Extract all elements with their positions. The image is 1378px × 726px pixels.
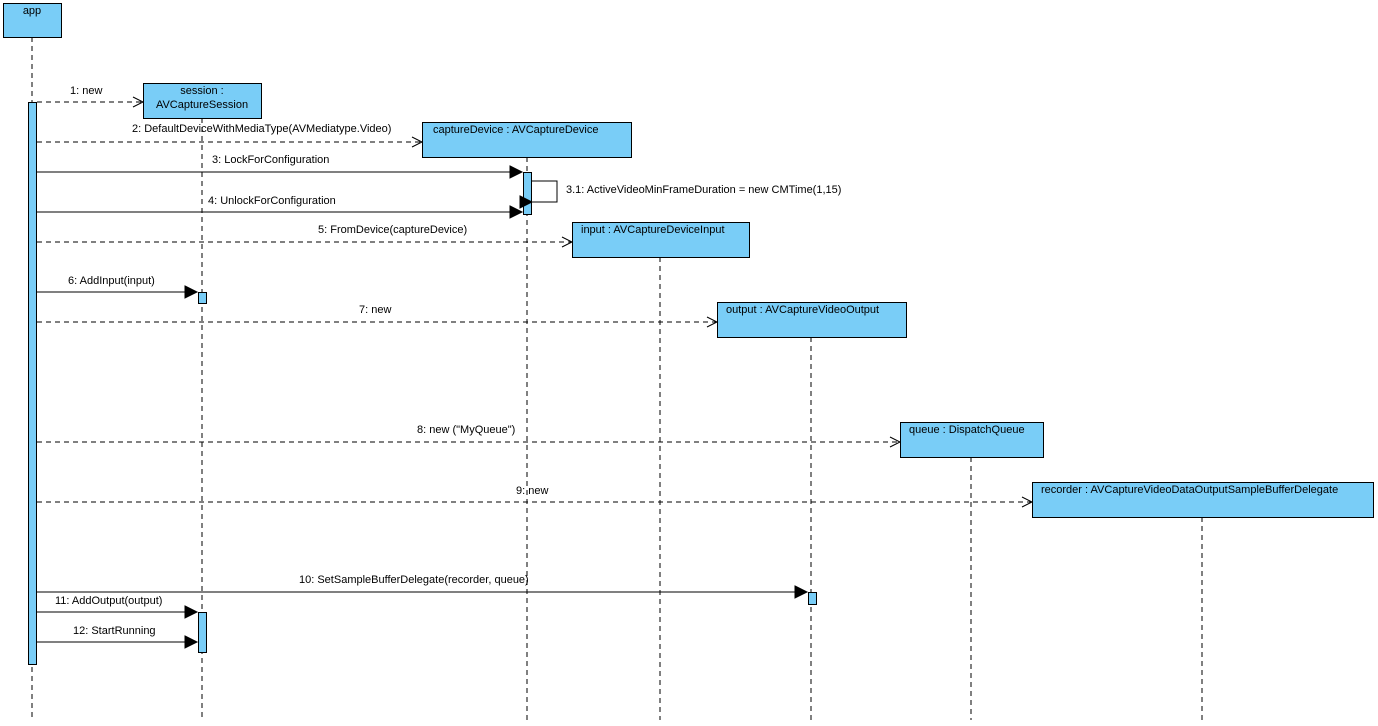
message-m12[interactable]: 12: StartRunning [37, 625, 199, 649]
message-label: 10: SetSampleBufferDelegate(recorder, qu… [299, 574, 529, 586]
participant-output[interactable]: output : AVCaptureVideoOutput [717, 302, 907, 338]
participant-label-session: AVCaptureSession [156, 99, 248, 111]
filled-arrowhead [184, 285, 199, 299]
message-m3_1[interactable]: 3.1: ActiveVideoMinFrameDuration = new C… [519, 180, 841, 209]
message-m9[interactable]: 9: new [37, 485, 1034, 508]
open-arrowhead [706, 316, 719, 328]
filled-arrowhead [519, 195, 534, 209]
participant-session[interactable]: session : AVCaptureSession [143, 83, 262, 119]
activation-bar [28, 102, 37, 665]
open-arrowhead [411, 136, 424, 148]
message-label: 12: StartRunning [73, 625, 156, 637]
message-label: 9: new [516, 485, 548, 497]
open-arrowhead [889, 436, 902, 448]
participant-box-session [143, 83, 262, 119]
message-label: 6: AddInput(input) [68, 275, 155, 287]
activation-bar [198, 292, 207, 304]
message-m2[interactable]: 2: DefaultDeviceWithMediaType(AVMediatyp… [37, 123, 424, 148]
activation-bar [808, 592, 817, 605]
message-label: 5: FromDevice(captureDevice) [318, 224, 467, 236]
message-label: 3: LockForConfiguration [212, 154, 329, 166]
message-m10[interactable]: 10: SetSampleBufferDelegate(recorder, qu… [37, 574, 809, 599]
participant-box-output [717, 302, 907, 338]
filled-arrowhead [184, 635, 199, 649]
activation-bars [28, 102, 817, 665]
filled-arrowhead [509, 165, 524, 179]
message-m3[interactable]: 3: LockForConfiguration [37, 154, 524, 179]
participant-label-app: app [23, 5, 41, 17]
participant-label-input: input : AVCaptureDeviceInput [581, 224, 725, 236]
participant-input[interactable]: input : AVCaptureDeviceInput [572, 222, 750, 258]
message-label: 2: DefaultDeviceWithMediaType(AVMediatyp… [132, 123, 391, 135]
participant-app[interactable]: app [3, 3, 62, 38]
participant-label-session: session : [180, 85, 223, 97]
open-arrowhead [132, 96, 145, 108]
participant-boxes: app session : AVCaptureSession captureDevic… [3, 3, 1374, 518]
message-label: 7: new [359, 304, 391, 316]
activation-bar [198, 612, 207, 653]
filled-arrowhead [184, 605, 199, 619]
activation-bar [523, 172, 532, 215]
message-m5[interactable]: 5: FromDevice(captureDevice) [37, 224, 574, 248]
filled-arrowhead [794, 585, 809, 599]
participant-captureDevice[interactable]: captureDevice : AVCaptureDevice [422, 122, 632, 158]
participant-recorder[interactable]: recorder : AVCaptureVideoDataOutputSampl… [1032, 482, 1374, 518]
participant-box-captureDevice [422, 122, 632, 158]
participant-label-captureDevice: captureDevice : AVCaptureDevice [433, 124, 599, 136]
message-label: 11: AddOutput(output) [55, 595, 162, 607]
participant-label-recorder: recorder : AVCaptureVideoDataOutputSampl… [1041, 484, 1338, 496]
open-arrowhead [1021, 496, 1034, 508]
participant-box-recorder [1032, 482, 1374, 518]
message-label: 3.1: ActiveVideoMinFrameDuration = new C… [566, 184, 841, 196]
messages: 1: new 2: DefaultDeviceWithMediaType(AVMe… [37, 85, 1034, 649]
message-m8[interactable]: 8: new ("MyQueue") [37, 424, 902, 448]
message-label: 8: new ("MyQueue") [417, 424, 515, 436]
message-m1[interactable]: 1: new [37, 85, 145, 108]
participant-box-app [3, 3, 62, 38]
self-message-line [532, 180, 558, 203]
message-m4[interactable]: 4: UnlockForConfiguration [37, 195, 524, 219]
open-arrowhead [561, 236, 574, 248]
message-label: 1: new [70, 85, 102, 97]
message-label: 4: UnlockForConfiguration [208, 195, 336, 207]
message-m6[interactable]: 6: AddInput(input) [37, 275, 199, 299]
participant-box-input [572, 222, 750, 258]
participant-queue[interactable]: queue : DispatchQueue [900, 422, 1044, 458]
message-m11[interactable]: 11: AddOutput(output) [37, 595, 199, 619]
participant-label-queue: queue : DispatchQueue [909, 424, 1025, 436]
filled-arrowhead [509, 205, 524, 219]
participant-box-queue [900, 422, 1044, 458]
message-m7[interactable]: 7: new [37, 304, 719, 328]
participant-label-output: output : AVCaptureVideoOutput [726, 304, 879, 316]
